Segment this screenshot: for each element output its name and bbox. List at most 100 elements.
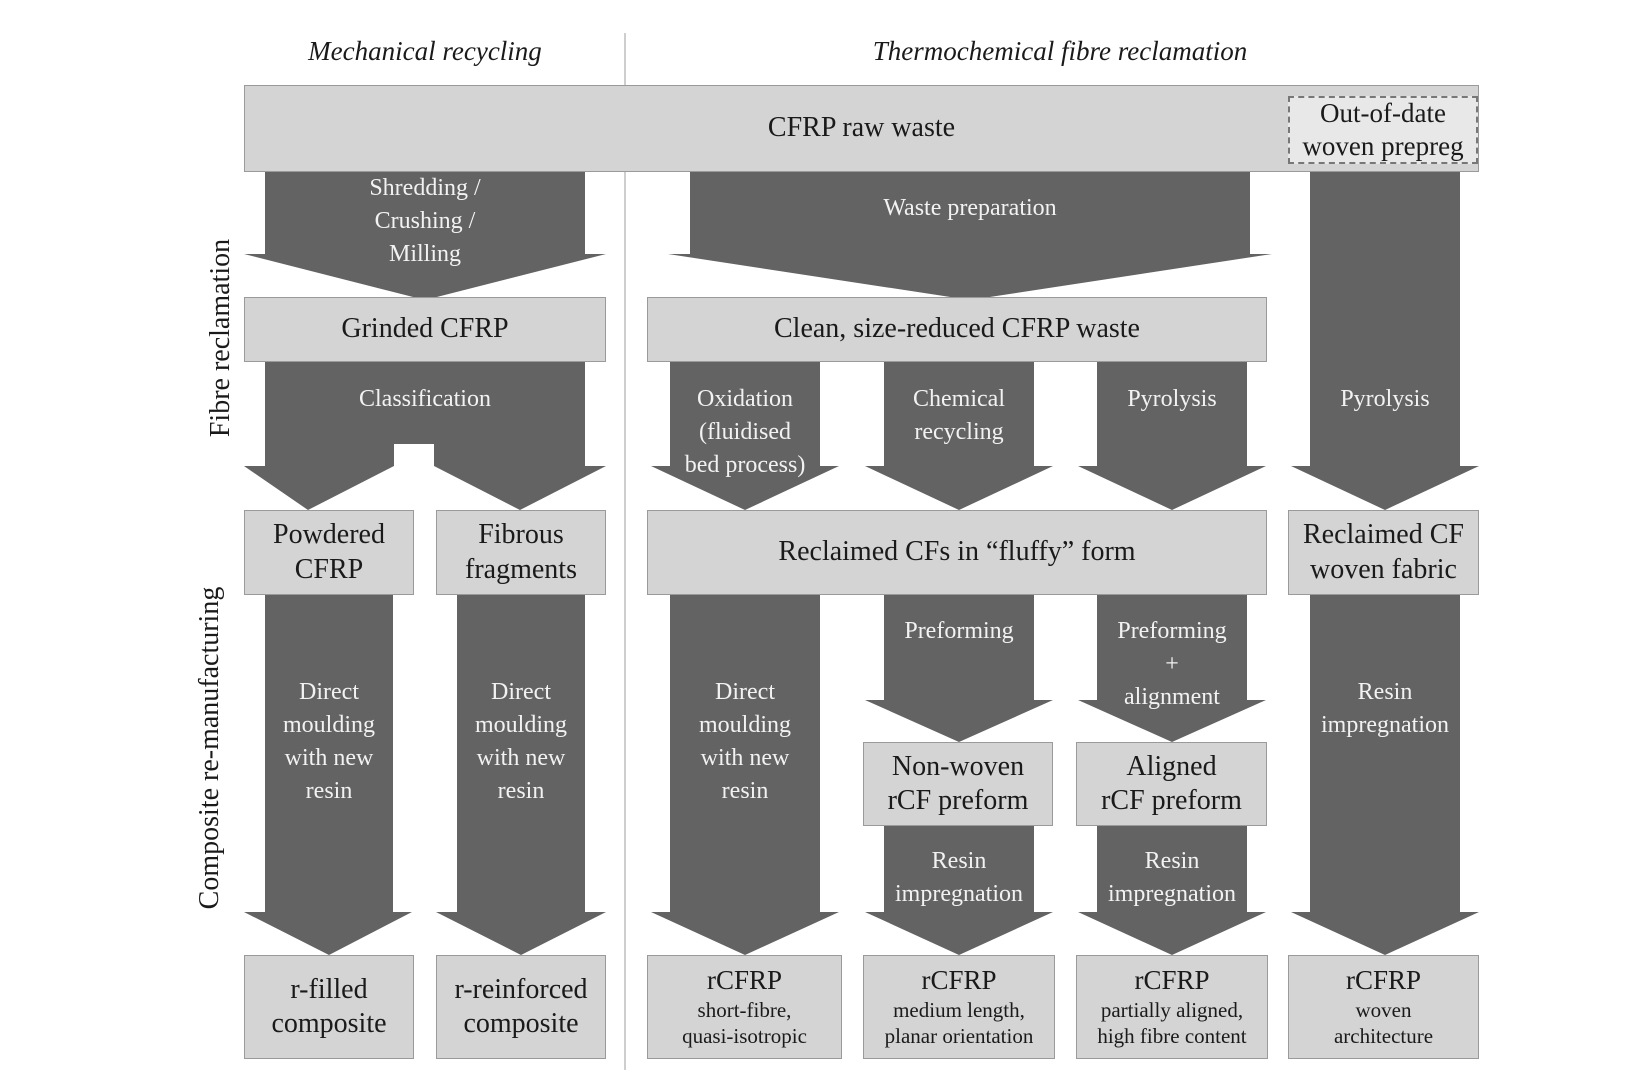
node-powdered-cfrp: Powdered CFRP (244, 510, 414, 595)
node-line: Out-of-date (1320, 98, 1446, 129)
node-line: rCF preform (1101, 785, 1242, 816)
process-line: Pyrolysis (1340, 386, 1430, 412)
node-title: rCFRP (706, 965, 783, 996)
node-line: Non-woven (891, 750, 1025, 782)
node-reclaimed-cf-woven-fabric: Reclaimed CF woven fabric (1288, 510, 1479, 595)
process-shredding: Shredding / Crushing / Milling (265, 172, 585, 271)
process-line: Oxidation (697, 386, 793, 412)
node-label: CFRP raw waste (767, 112, 956, 144)
node-grinded-cfrp: Grinded CFRP (244, 297, 606, 362)
process-line: Preforming (904, 618, 1014, 644)
arrow-classification (244, 362, 606, 510)
process-resin-impregnation-3: Resin impregnation (1302, 676, 1468, 742)
node-line: r-reinforced (454, 973, 588, 1005)
node-line: fragments (465, 553, 577, 585)
process-line: with new (284, 745, 374, 772)
process-line: Direct (299, 679, 359, 705)
arrow-pyrolysis-1 (1078, 362, 1266, 510)
node-line: rCF preform (887, 785, 1029, 816)
process-line: (fluidised (699, 419, 791, 446)
arrow-waste-preparation (668, 172, 1272, 300)
process-chemical-recycling: Chemical recycling (884, 383, 1034, 449)
process-line: bed process) (684, 452, 806, 479)
node-line: Powdered (273, 519, 385, 551)
node-line: woven prepreg (1302, 131, 1464, 161)
node-line: medium length, (893, 998, 1025, 1023)
process-line: Chemical (913, 386, 1005, 412)
node-reclaimed-cf-fluffy: Reclaimed CFs in “fluffy” form (647, 510, 1267, 595)
arrow-pyrolysis-2 (1291, 172, 1479, 510)
process-line: impregnation (1108, 881, 1236, 908)
node-line: composite (271, 1008, 387, 1039)
node-line: high fibre content (1097, 1024, 1247, 1049)
process-line: Classification (359, 386, 491, 412)
process-line: alignment (1124, 684, 1220, 711)
node-out-of-date-prepreg: Out-of-date woven prepreg (1288, 96, 1478, 164)
process-preforming: Preforming (884, 615, 1034, 648)
side-label-composite-remanufacturing: Composite re-manufacturing (194, 586, 225, 910)
node-label: Clean, size-reduced CFRP waste (774, 313, 1140, 345)
process-line: impregnation (1321, 712, 1449, 739)
process-line: Direct (715, 679, 775, 705)
process-waste-preparation: Waste preparation (690, 192, 1250, 225)
node-title: rCFRP (1134, 965, 1210, 996)
node-line: CFRP (294, 553, 364, 585)
process-line: Preforming (1117, 618, 1227, 644)
process-line: moulding (282, 712, 375, 739)
node-title: rCFRP (1345, 965, 1422, 996)
node-line: planar orientation (884, 1024, 1034, 1049)
node-r-filled-composite: r-filled composite (244, 955, 414, 1059)
node-line: woven (1355, 998, 1412, 1023)
node-r-reinforced-composite: r-reinforced composite (436, 955, 606, 1059)
node-line: r-filled (290, 973, 368, 1005)
process-line: resin (497, 778, 545, 805)
arrow-resin-impregnation-3 (1291, 595, 1479, 955)
process-line: moulding (474, 712, 567, 739)
section-thermochemical-reclamation: Thermochemical fibre reclamation (872, 36, 1248, 66)
arrow-shredding (244, 172, 606, 300)
process-line: Resin (1357, 679, 1413, 705)
node-clean-size-reduced-waste: Clean, size-reduced CFRP waste (647, 297, 1267, 362)
process-line: impregnation (895, 881, 1023, 908)
node-rcfrp-woven-architecture: rCFRP woven architecture (1288, 955, 1479, 1059)
process-line: Waste preparation (883, 195, 1057, 221)
process-line: Shredding / (369, 175, 481, 201)
process-line: with new (476, 745, 566, 772)
process-line: with new (700, 745, 790, 772)
process-classification: Classification (265, 383, 585, 416)
arrow-direct-moulding-3 (651, 595, 839, 955)
process-resin-impregnation-2: Resin impregnation (1089, 845, 1255, 911)
process-direct-moulding-1: Direct moulding with new resin (265, 676, 393, 808)
arrow-direct-moulding-1 (244, 595, 412, 955)
process-preforming-alignment: Preforming + alignment (1097, 615, 1247, 714)
process-line: + (1165, 651, 1179, 678)
section-mechanical-recycling: Mechanical recycling (308, 36, 542, 66)
node-line: quasi-isotropic (682, 1024, 807, 1049)
process-line: Milling (388, 241, 461, 268)
arrow-resin-impregnation-1 (865, 826, 1053, 955)
arrow-resin-impregnation-2 (1078, 826, 1266, 955)
process-line: moulding (698, 712, 791, 739)
node-line: Aligned (1126, 750, 1217, 782)
process-line: Direct (491, 679, 551, 705)
node-label: Reclaimed CFs in “fluffy” form (778, 536, 1136, 568)
arrow-direct-moulding-2 (436, 595, 606, 955)
process-pyrolysis-2: Pyrolysis (1310, 383, 1460, 416)
node-nonwoven-rcf-preform: Non-woven rCF preform (863, 742, 1053, 826)
node-rcfrp-medium-length: rCFRP medium length, planar orientation (863, 955, 1055, 1059)
node-line: Fibrous (478, 519, 564, 551)
process-line: Crushing / (374, 208, 476, 235)
arrow-preforming (865, 595, 1053, 742)
arrow-oxidation (651, 362, 839, 510)
arrow-chemical-recycling (865, 362, 1053, 510)
process-direct-moulding-2: Direct moulding with new resin (457, 676, 585, 808)
node-line: partially aligned, (1100, 998, 1244, 1023)
node-line: Reclaimed CF (1303, 519, 1464, 551)
process-line: Resin (1144, 848, 1200, 874)
process-line: recycling (914, 419, 1004, 446)
process-resin-impregnation-1: Resin impregnation (876, 845, 1042, 911)
process-line: Resin (931, 848, 987, 874)
process-direct-moulding-3: Direct moulding with new resin (670, 676, 820, 808)
